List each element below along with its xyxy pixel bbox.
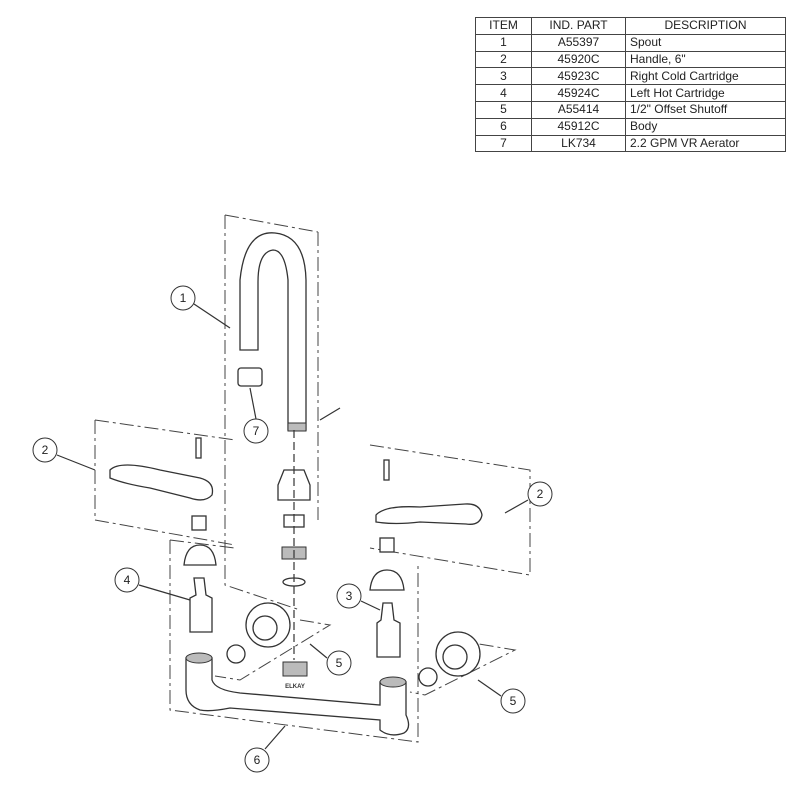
callout-shutoff-right: 5 [500,688,526,714]
svg-text:1: 1 [180,291,187,305]
svg-text:6: 6 [254,753,261,767]
left-cap [226,644,246,664]
spout-tip [287,422,307,432]
callout-spout: 1 [170,285,196,311]
callout-right-cartridge: 3 [336,583,362,609]
left-handle-screw [195,437,202,459]
right-nut [379,537,395,553]
callout-aerator: 7 [243,418,269,444]
right-handle-outline [369,444,531,576]
right-shutoff-inlet [442,644,468,670]
svg-text:7: 7 [253,424,260,438]
cell-part: 45912C [531,117,626,136]
aerator [237,367,263,387]
body-outline [169,539,419,743]
body-logo: ELKAY [285,684,305,690]
svg-text:4: 4 [124,573,131,587]
callout-body: 6 [244,747,270,773]
callout-left-cartridge: 4 [114,567,140,593]
left-shutoff-inlet [252,615,278,641]
left-inlet-thread [185,652,213,664]
cell-description: 2.2 GPM VR Aerator [625,134,786,153]
right-cartridge [376,602,401,658]
center-spout-thread [282,661,308,677]
callout-shutoff-left: 5 [326,650,352,676]
left-nut [191,515,207,531]
callout-handle-right: 2 [527,481,553,507]
left-bonnet [183,544,217,566]
cell-description: Left Hot Cartridge [625,84,786,102]
spout [239,232,307,431]
spout-assembly-outline [224,214,319,611]
svg-text:3: 3 [346,589,353,603]
shutoff-left-outline [214,619,332,681]
svg-text:2: 2 [42,443,49,457]
right-bonnet [369,569,405,591]
left-handle-outline [94,419,236,546]
right-inlet-thread [379,676,407,688]
left-handle [109,464,214,501]
set-screw [319,407,341,421]
svg-text:5: 5 [336,656,343,670]
left-cartridge [189,577,213,633]
leader-lines [56,303,529,750]
svg-text:2: 2 [537,487,544,501]
faucet-body [185,657,410,736]
cell-description: 1/2" Offset Shutoff [625,100,786,119]
right-cap [418,667,438,687]
cell-part: LK734 [531,134,626,153]
cell-description: Handle, 6" [625,50,786,69]
callout-handle-left: 2 [32,437,58,463]
svg-text:5: 5 [510,694,517,708]
right-handle [375,503,483,525]
right-handle-screw [383,459,390,481]
